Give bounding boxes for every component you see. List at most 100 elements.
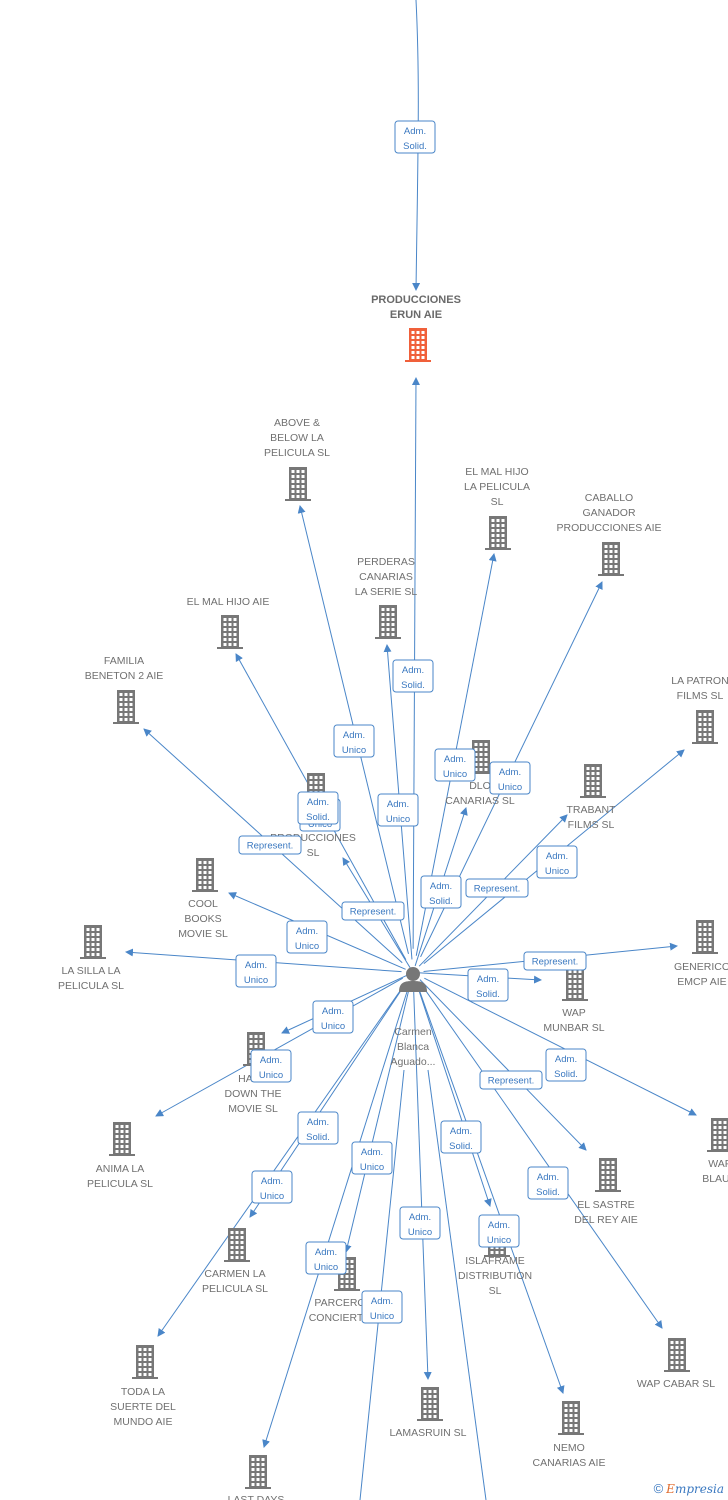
building-icon[interactable] (113, 690, 139, 724)
building-icon[interactable] (598, 542, 624, 576)
edge-role-label[interactable]: Adm.Unico (489, 761, 531, 795)
building-icon[interactable] (664, 1338, 690, 1372)
node-label-line: EMCP AIE (677, 976, 726, 988)
empresia-logo[interactable]: Empresia (666, 1482, 724, 1496)
building-icon[interactable] (595, 1158, 621, 1192)
node-label-line: WAP (562, 1007, 586, 1019)
building-icon[interactable] (485, 516, 511, 550)
node-label-wapmunbar[interactable]: WAP MUNBAR SL (543, 1007, 604, 1034)
node-label-line: SL (307, 847, 320, 859)
building-icon[interactable] (692, 710, 718, 744)
node-label-line: EL MAL HIJO AIE (187, 596, 270, 608)
edge-role-label[interactable]: Adm.Unico (478, 1214, 520, 1248)
building-icon[interactable] (132, 1345, 158, 1379)
edge-role-label[interactable]: Adm.Unico (361, 1290, 403, 1324)
edge-role-label[interactable]: Represent. (523, 951, 587, 971)
building-icon[interactable] (692, 920, 718, 954)
edge-role-label[interactable]: Adm.Unico (333, 724, 375, 758)
node-label-line: BENETON 2 AIE (85, 670, 164, 682)
edge-parcero (343, 983, 411, 1253)
edge-role-label[interactable]: Adm.Solid. (297, 1111, 339, 1145)
edge-role-label[interactable]: Represent. (238, 835, 302, 855)
edge-role-label[interactable]: Adm.Solid. (545, 1048, 587, 1082)
brand-footer[interactable]: ©Empresia (654, 1481, 724, 1496)
edge-role-text: Unico (342, 745, 366, 756)
edge-role-label[interactable]: Adm.Unico (251, 1170, 293, 1204)
edge-role-label[interactable]: Adm.Solid. (297, 791, 339, 825)
building-icon[interactable] (217, 615, 243, 649)
node-label-wapcabar[interactable]: WAP CABAR SL (637, 1378, 715, 1390)
edge-role-label[interactable]: Adm.Unico (305, 1241, 347, 1275)
node-label-line: CABALLO (585, 492, 633, 504)
building-icon[interactable] (580, 764, 606, 798)
building-icon[interactable] (80, 925, 106, 959)
building-icon[interactable] (285, 467, 311, 501)
building-icon[interactable] (405, 328, 431, 362)
edge-role-label[interactable]: Adm.Unico (312, 1000, 354, 1034)
edge-role-label[interactable]: Represent. (465, 878, 529, 898)
edge-role-label[interactable]: Adm.Unico (399, 1206, 441, 1240)
edge-role-label[interactable]: Adm.Solid. (440, 1120, 482, 1154)
building-icon[interactable] (224, 1228, 250, 1262)
building-icon[interactable] (375, 605, 401, 639)
node-label-line: BLAUG (702, 1173, 728, 1185)
node-label-line: PELICULA SL (264, 447, 330, 459)
node-label-line: SL (489, 1285, 502, 1297)
edge-role-label[interactable]: Adm.Solid. (394, 120, 436, 154)
edge-role-label[interactable]: Adm.Unico (235, 954, 277, 988)
node-label-lamasruin[interactable]: LAMASRUIN SL (389, 1427, 466, 1439)
edge-role-text: Adm. (387, 799, 409, 810)
edge-role-label[interactable]: Represent. (341, 901, 405, 921)
building-icon[interactable] (192, 858, 218, 892)
building-icon[interactable] (562, 967, 588, 1001)
edge-role-label[interactable]: Adm.Solid. (467, 968, 509, 1002)
node-label-line: MUNBAR SL (543, 1022, 604, 1034)
edge-role-text: Solid. (536, 1187, 560, 1198)
edge-role-label[interactable]: Represent. (479, 1070, 543, 1090)
edge-role-label[interactable]: Adm.Unico (377, 793, 419, 827)
node-label-line: PERDERAS (357, 556, 415, 568)
edge-role-label[interactable]: Adm.Unico (434, 748, 476, 782)
edge-role-label[interactable]: Adm.Unico (536, 845, 578, 879)
edge-role-label[interactable]: Adm.Solid. (420, 875, 462, 909)
building-icon[interactable] (558, 1401, 584, 1435)
building-icon[interactable] (245, 1455, 271, 1489)
building-icon[interactable] (109, 1122, 135, 1156)
building-icon[interactable] (468, 740, 494, 774)
edge-role-text: Unico (314, 1262, 338, 1273)
edge-role-label[interactable]: Adm.Solid. (527, 1166, 569, 1200)
node-label-line: SUERTE DEL (110, 1401, 176, 1413)
edge-role-label[interactable]: Adm.Unico (286, 920, 328, 954)
building-icon[interactable] (417, 1387, 443, 1421)
person-icon[interactable] (399, 967, 427, 992)
node-label-wapblau[interactable]: WAPBLAUG (702, 1158, 728, 1185)
edge-role-label[interactable]: Adm.Solid. (392, 659, 434, 693)
edge-role-label[interactable]: Adm.Unico (351, 1141, 393, 1175)
edge-role-text: Unico (545, 866, 569, 877)
building-icon[interactable] (707, 1118, 728, 1152)
node-label-malhijo_aie[interactable]: EL MAL HIJO AIE (187, 596, 270, 608)
edge-role-label[interactable]: Adm.Unico (250, 1049, 292, 1083)
node-label-lastdays[interactable]: LAST DAYS (228, 1494, 285, 1500)
